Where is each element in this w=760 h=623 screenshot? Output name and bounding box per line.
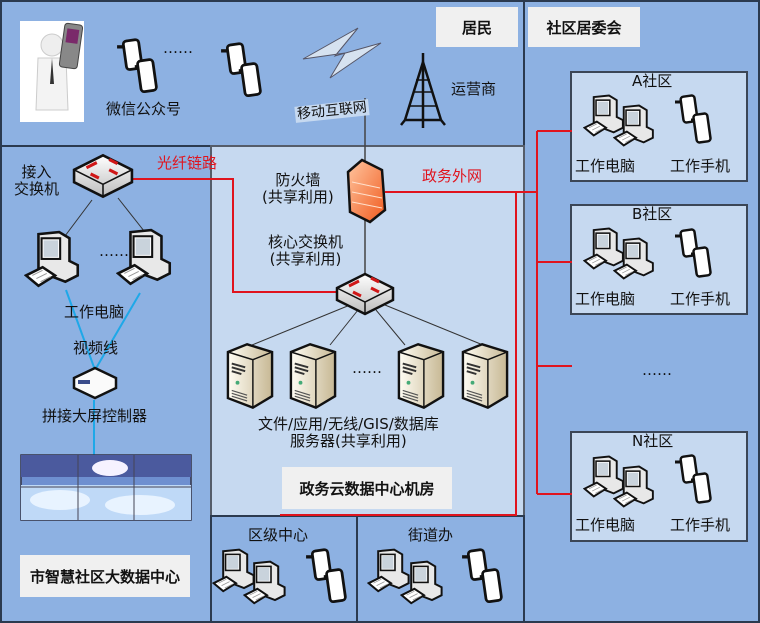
access-switch-icon: [72, 153, 134, 199]
community-n-pc-icon-1: [583, 455, 624, 498]
community-a-name: A社区: [632, 72, 673, 90]
video-cable: [65, 289, 141, 373]
access-switch-label: 接入 交换机: [14, 163, 60, 199]
server-link-4: [384, 304, 484, 346]
server-icon-2: [289, 343, 337, 409]
gov-extranet-label: 政务外网: [422, 167, 483, 185]
core-switch-label: 核心交换机 (共享利用): [268, 233, 344, 269]
street-pc-icon-1: [367, 548, 410, 593]
community-b-phone-label: 工作手机: [670, 290, 731, 308]
wechat-phone-icon-2: [221, 43, 261, 96]
community-committee-title: 社区居委会: [528, 7, 640, 47]
server-icon-1: [226, 343, 274, 409]
server-link-1: [251, 304, 351, 346]
cell-tower-icon: [400, 53, 446, 128]
wechat-label: 微信公众号: [106, 100, 182, 118]
district-center-title: 区级中心: [248, 526, 309, 544]
residents-title: 居民: [436, 7, 518, 47]
community-b-phone-icon: [673, 228, 713, 279]
access-link-1: [61, 199, 93, 241]
video-line-label: 视频线: [73, 339, 119, 357]
street-office-title: 街道办: [408, 526, 454, 544]
fiber-link-label: 光纤链路: [157, 154, 218, 172]
server-ellipsis: ……: [352, 359, 382, 377]
community-n-phone-icon: [673, 454, 713, 505]
city-pc-icon-1: [24, 230, 80, 288]
wireless-lightning-icon: [302, 27, 382, 79]
community-a-phone-icon: [673, 94, 713, 145]
community-b-name: B社区: [632, 205, 673, 223]
wechat-phone-icon-1: [117, 39, 157, 92]
person-with-phone-icon: [20, 21, 84, 122]
gov-cloud-title: 政务云数据中心机房: [282, 467, 452, 509]
community-a-phone-label: 工作手机: [670, 157, 731, 175]
community-b-pc-icon-1: [583, 227, 624, 270]
firewall-label: 防火墙 (共享利用): [262, 171, 334, 207]
operator-label: 运营商: [451, 80, 497, 98]
controller-label: 拼接大屏控制器: [42, 407, 148, 425]
city-center-title: 市智慧社区大数据中心: [20, 555, 190, 597]
server-link-2: [329, 309, 359, 346]
video-wall-controller-icon: [72, 366, 118, 400]
community-a-pc-icon-1: [583, 94, 624, 137]
server-link-3: [375, 309, 406, 346]
video-wall-screen: [20, 454, 192, 521]
community-a-pc-label: 工作电脑: [575, 157, 636, 175]
fiber-link-line: [132, 178, 342, 293]
servers-label: 文件/应用/无线/GIS/数据库 服务器(共享利用): [258, 415, 439, 451]
street-phone-icon: [460, 548, 504, 604]
community-n-name: N社区: [632, 432, 674, 450]
community-ellipsis: ……: [642, 361, 672, 379]
community-b-pc-label: 工作电脑: [575, 290, 636, 308]
server-icon-4: [461, 343, 509, 409]
wechat-ellipsis: ……: [163, 39, 193, 57]
community-n-phone-label: 工作手机: [670, 516, 731, 534]
server-icon-3: [397, 343, 445, 409]
community-n-pc-label: 工作电脑: [575, 516, 636, 534]
district-pc-icon-1: [212, 548, 255, 593]
district-phone-icon: [304, 548, 348, 604]
city-pc-label: 工作电脑: [64, 303, 125, 321]
city-pc-ellipsis: ……: [99, 242, 129, 260]
core-switch-icon: [335, 272, 395, 316]
firewall-icon: [346, 158, 387, 224]
